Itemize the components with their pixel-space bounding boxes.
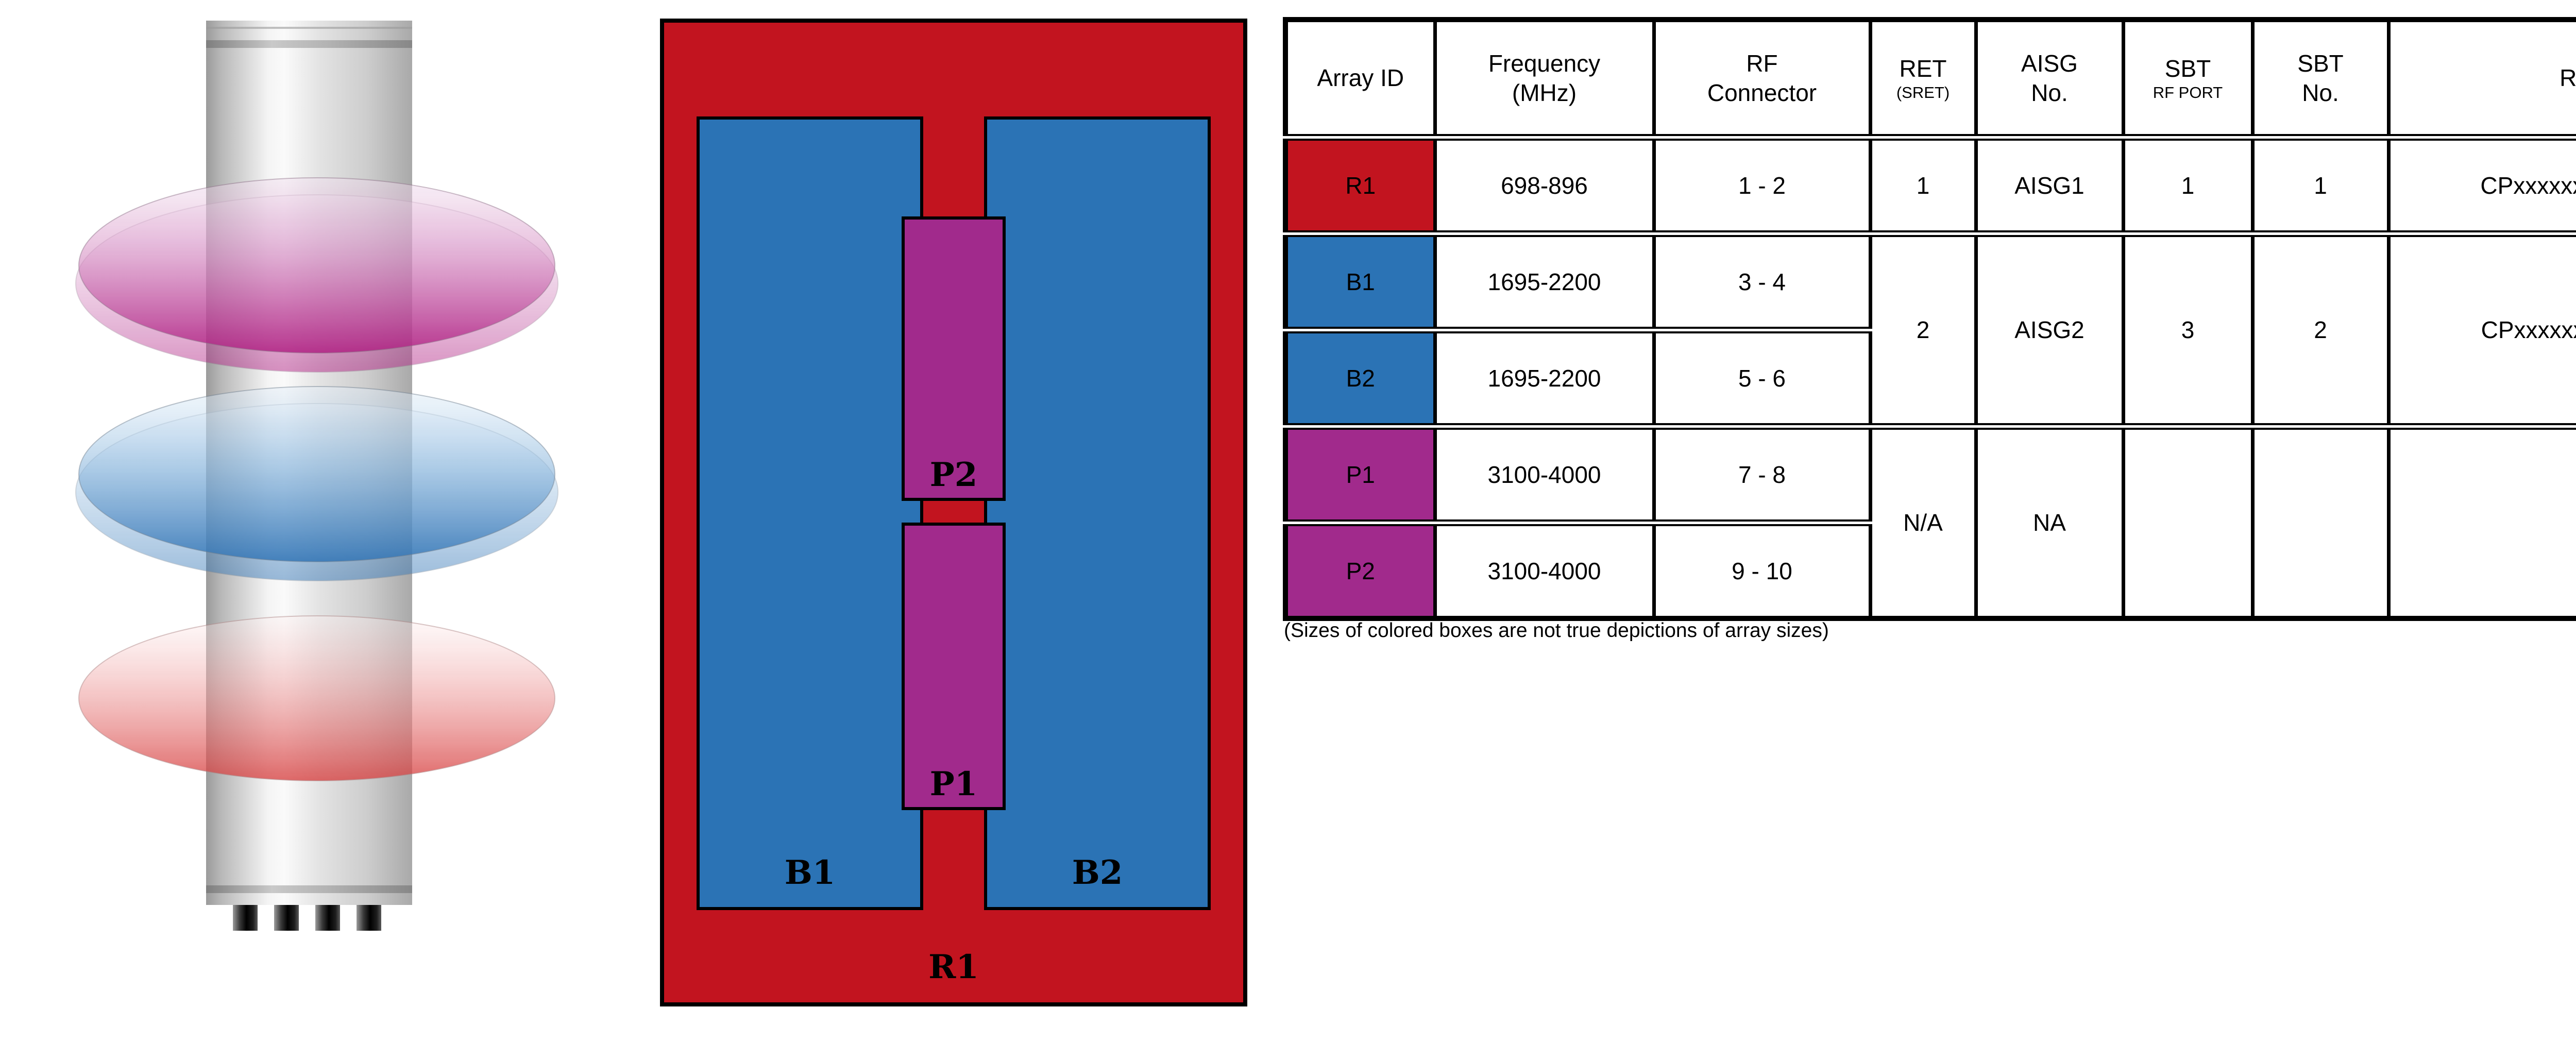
table-row-b1: B1 1695-2200 3 - 4 2 AISG2 3 2 CPxxxxxxx… <box>1283 230 2576 430</box>
col-header-frequency: Frequency (MHz) <box>1433 17 1656 141</box>
col-header-sbt-rf-port: SBT RF PORT <box>2121 17 2255 141</box>
col-header-array-id: Array ID <box>1283 17 1437 141</box>
cell-frequency: 3100-4000 <box>1433 423 1656 526</box>
array-panel-b2: B2 <box>984 116 1211 910</box>
table-header-row: Array ID Frequency (MHz) RF Connector RE… <box>1283 17 2576 141</box>
connector-pin <box>357 905 381 931</box>
cell-ret-uid-merged: N/A <box>2386 423 2576 621</box>
cell-frequency: 1695-2200 <box>1433 327 1656 430</box>
cell-array-id: R1 <box>1283 134 1437 237</box>
cell-ret-merged: N/A <box>1868 423 1978 621</box>
cylinder-band-bottom <box>206 885 412 893</box>
array-label-b2: B2 <box>1072 853 1123 892</box>
cell-array-id: P1 <box>1283 423 1437 526</box>
cell-sbt-rf-port-merged <box>2121 423 2255 621</box>
cell-sbt-rf-port-merged: 3 <box>2121 230 2255 430</box>
cell-aisg-no: AISG1 <box>1974 134 2125 237</box>
antenna-figure <box>75 21 558 931</box>
spec-table: Array ID Frequency (MHz) RF Connector RE… <box>1283 17 2576 621</box>
cell-sbt-no-merged: 2 <box>2250 230 2391 430</box>
array-panel-p2: P2 <box>902 216 1006 501</box>
beam-disk-blue-front <box>78 386 555 562</box>
col-header-aisg-no: AISG No. <box>1974 17 2125 141</box>
cell-aisg-no-merged: AISG2 <box>1974 230 2125 430</box>
cell-array-id: B2 <box>1283 327 1437 430</box>
cell-frequency: 1695-2200 <box>1433 230 1656 333</box>
cell-rf-connector: 3 - 4 <box>1652 230 1872 333</box>
cell-ret-uid-merged: CPxxxxxxxxxxxxxxxxB1 <box>2386 230 2576 430</box>
cylinder-band-top <box>206 40 412 48</box>
cell-aisg-no-merged: NA <box>1974 423 2125 621</box>
cell-sbt-rf-port: 1 <box>2121 134 2255 237</box>
connector-pin <box>315 905 340 931</box>
beam-disk-pink-front <box>78 177 555 354</box>
table-row-r1: R1 698-896 1 - 2 1 AISG1 1 1 CPxxxxxxxxx… <box>1283 134 2576 237</box>
col-header-sbt-no: SBT No. <box>2250 17 2391 141</box>
cell-sbt-no: 1 <box>2250 134 2391 237</box>
connector-pin <box>274 905 299 931</box>
cell-rf-connector: 1 - 2 <box>1652 134 1872 237</box>
array-label-b1: B1 <box>784 853 836 892</box>
beam-disk-red <box>78 615 555 781</box>
table-row-p2: P2 3100-4000 9 - 10 <box>1283 519 2576 621</box>
col-header-ret: RET (SRET) <box>1868 17 1978 141</box>
connector-pin <box>233 905 258 931</box>
cell-frequency: 3100-4000 <box>1433 519 1656 621</box>
col-header-ret-uid: RET UID <box>2386 17 2576 141</box>
cell-rf-connector: 7 - 8 <box>1652 423 1872 526</box>
cell-rf-connector: 9 - 10 <box>1652 519 1872 621</box>
array-label-r1: R1 <box>928 948 979 986</box>
array-label-p2: P2 <box>929 456 978 494</box>
cylinder-top-line <box>206 27 412 29</box>
cell-rf-connector: 5 - 6 <box>1652 327 1872 430</box>
array-panel-b1: B1 <box>697 116 923 910</box>
cell-array-id: B1 <box>1283 230 1437 333</box>
table-row-p1: P1 3100-4000 7 - 8 N/A NA N/A <box>1283 423 2576 621</box>
cell-array-id: P2 <box>1283 519 1437 621</box>
table-row-b2: B2 1695-2200 5 - 6 <box>1283 327 2576 430</box>
cell-frequency: 698-896 <box>1433 134 1656 237</box>
cell-sbt-no-merged <box>2250 423 2391 621</box>
cell-ret: 1 <box>1868 134 1978 237</box>
col-header-rf-connector: RF Connector <box>1652 17 1872 141</box>
cell-ret-merged: 2 <box>1868 230 1978 430</box>
array-label-p1: P1 <box>929 765 978 803</box>
cell-ret-uid: CPxxxxxxxxxxxxxxxxR1 <box>2386 134 2576 237</box>
array-panel-p1: P1 <box>902 523 1006 810</box>
size-disclaimer-note: (Sizes of colored boxes are not true dep… <box>1284 619 1829 642</box>
